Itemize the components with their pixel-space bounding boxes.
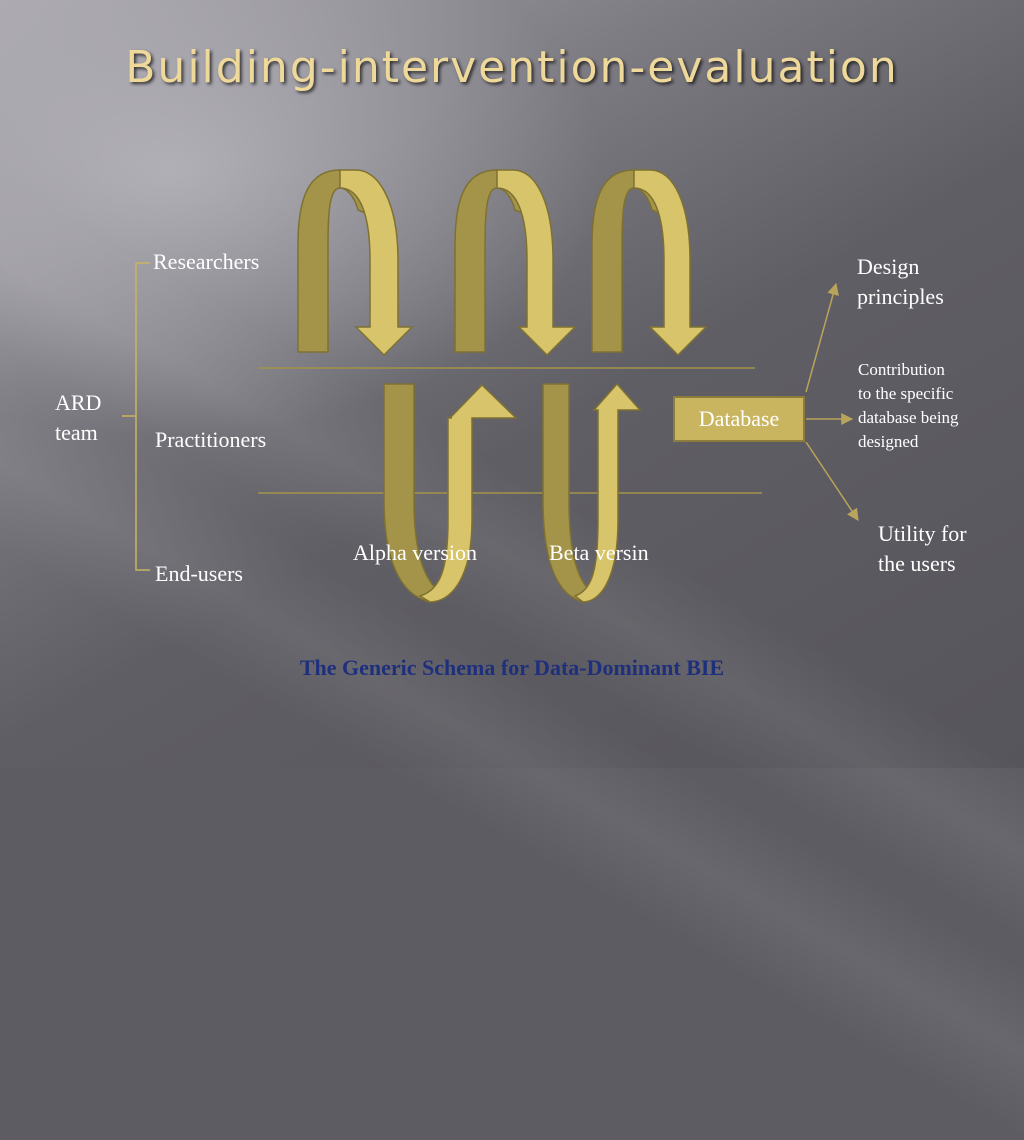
- beta-version-label: Beta versin: [549, 540, 649, 565]
- connector-to-design-principles: [805, 282, 839, 393]
- design-principles-label: Design principles: [857, 254, 944, 309]
- ard-team-label: ARD team: [55, 390, 102, 445]
- lower-loop-arrow-1: [383, 383, 518, 603]
- team-bracket: [122, 262, 150, 571]
- role-practitioners: Practitioners: [155, 427, 267, 452]
- role-researchers: Researchers: [153, 249, 260, 274]
- upper-loop-arrow-1: [297, 169, 414, 357]
- upper-loop-arrow-3: [591, 169, 708, 357]
- utility-label: Utility for the users: [878, 521, 967, 576]
- upper-loop-arrow-2: [454, 169, 577, 357]
- role-end-users: End-users: [155, 561, 243, 586]
- database-box: Database: [673, 396, 805, 442]
- bie-diagram: [122, 169, 859, 603]
- connector-to-utility: [805, 441, 859, 521]
- lower-loop-arrow-2: [542, 382, 642, 603]
- alpha-version-label: Alpha version: [353, 540, 478, 565]
- diagram-caption: The Generic Schema for Data-Dominant BIE: [299, 655, 725, 680]
- slide-title: Building-intervention-evaluation: [125, 42, 899, 93]
- slide-background: [0, 0, 1024, 768]
- contribution-label: Contribution to the specific database be…: [858, 360, 959, 451]
